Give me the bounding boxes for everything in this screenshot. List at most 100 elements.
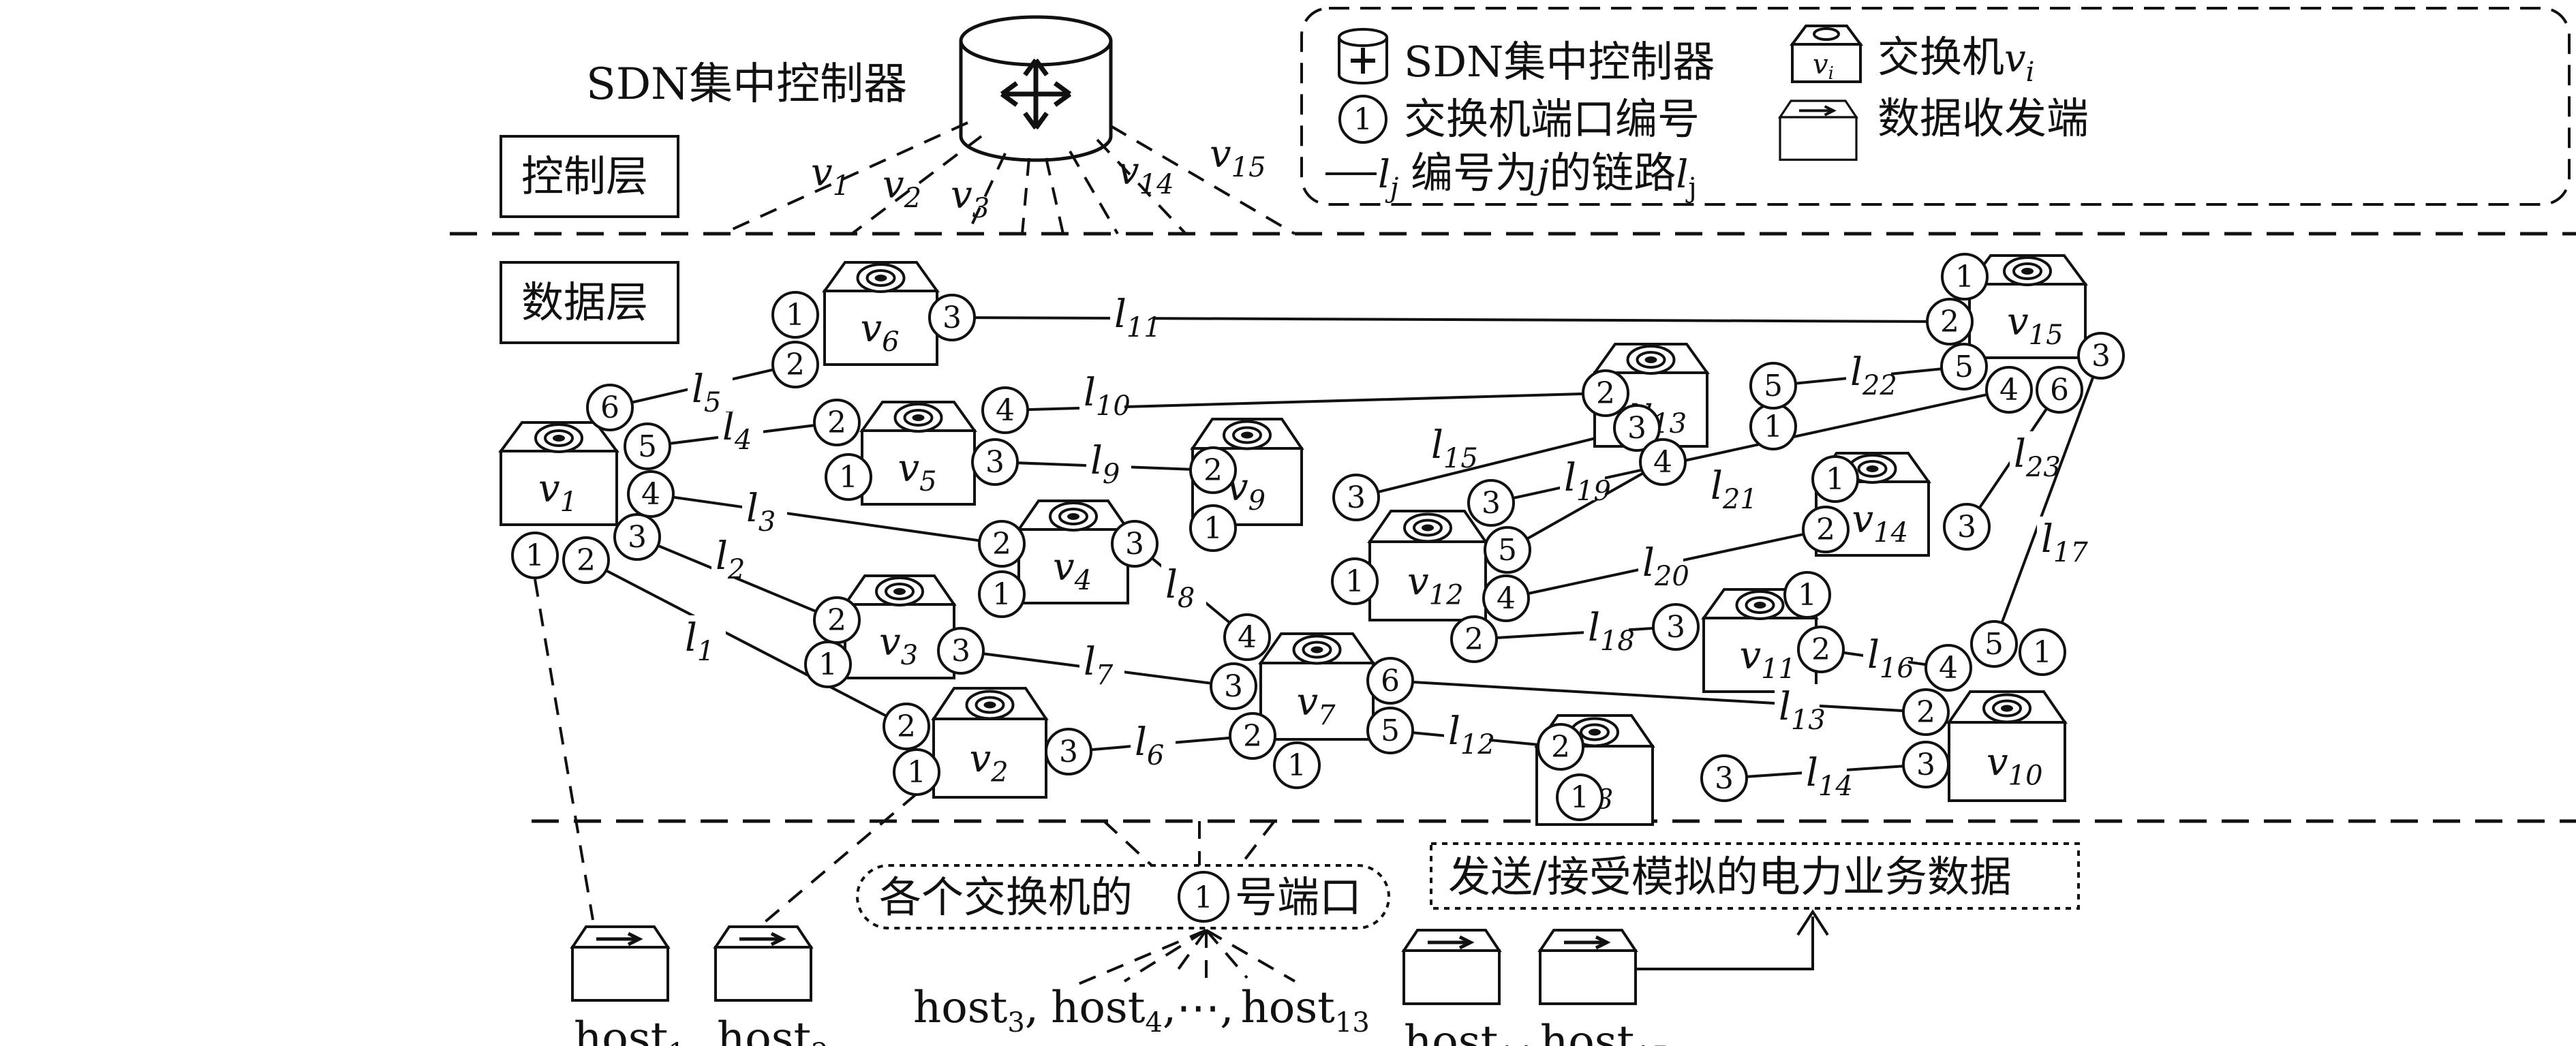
port-v12-1: [1331, 557, 1379, 605]
port-number: 3: [951, 634, 970, 668]
port-v7-2: [1229, 712, 1276, 760]
port-number: 2: [1596, 376, 1615, 411]
switch-label: v14: [1852, 497, 1909, 549]
link-label-bg: [1427, 422, 1472, 467]
control-link-label: v14: [1118, 149, 1174, 200]
port-v1-5: [624, 422, 671, 470]
port-v7-3: [1210, 662, 1257, 710]
switch-body: [1259, 662, 1375, 741]
host-connector: [762, 793, 918, 925]
link-label-bg: [1775, 684, 1820, 729]
link-label-bg: [1110, 292, 1155, 337]
port-number: 4: [1939, 651, 1958, 686]
switch-icon: [534, 423, 583, 453]
port-number: 2: [992, 527, 1011, 562]
switch-icon: [875, 576, 924, 606]
link-label-bg: [711, 534, 756, 579]
port-v15-1: [1941, 253, 1989, 301]
hosts-fanout: [1076, 820, 1295, 986]
port-number: 6: [600, 390, 619, 425]
switch-body: [861, 429, 976, 506]
switch-label: v3: [879, 620, 918, 671]
link-label-bg: [1846, 350, 1891, 395]
switch-icon: [893, 403, 943, 433]
port-v15-2: [1926, 298, 1974, 345]
switch-body: [500, 450, 618, 526]
control-link-label: v1: [811, 151, 850, 202]
switch-v15: v15: [1967, 254, 2088, 359]
link-l1: [585, 559, 907, 728]
port-v9-2: [1189, 446, 1237, 494]
link-label-l22: l22: [1850, 350, 1897, 401]
port-v4-3: [1111, 520, 1159, 568]
control-links: [722, 121, 1296, 235]
switch-body: [1702, 617, 1818, 693]
svg-text:数据层: 数据层: [521, 277, 648, 327]
port-number: 4: [1999, 373, 2019, 407]
link-label-l23: l23: [2014, 432, 2061, 483]
port-number: 4: [996, 393, 1015, 428]
port-number: 3: [1627, 411, 1646, 446]
port-v7-4: [1223, 613, 1271, 661]
switch-body: [1948, 721, 2066, 802]
port-number: 2: [1916, 695, 1935, 730]
switch-body: [1968, 283, 2087, 359]
port-number: 5: [638, 429, 657, 464]
port-v7-6: [1366, 657, 1414, 705]
link-label-l2: l2: [716, 534, 745, 585]
link-label-l7: l7: [1084, 640, 1114, 691]
port-number: 3: [2091, 339, 2111, 373]
port-v1-1: [511, 532, 559, 579]
switches: v1v2v3v4v5v6v7v8v9v10v11v12v13v14v15: [498, 254, 2088, 826]
legend-port: 1 交换机端口编号: [1338, 94, 1700, 144]
port-v12-2: [1450, 615, 1498, 663]
port-number: 2: [577, 543, 596, 578]
sdn-controller: SDN集中控制器: [586, 15, 1113, 162]
port-v15-5: [1940, 343, 1988, 390]
link-label-l1: l1: [685, 616, 714, 667]
svg-text:数据收发端: 数据收发端: [1877, 93, 2089, 143]
switch-icon: [1735, 590, 1785, 620]
port-number: 2: [897, 709, 916, 744]
port-v15-3: [2077, 332, 2125, 380]
legend-terminal: 数据收发端: [1780, 93, 2089, 159]
switch-icon: [965, 690, 1015, 720]
hosts-group-label: host3,host4,⋯,host13: [913, 983, 1370, 1039]
link-label-l21: l21: [1711, 464, 1758, 515]
switch-v4: v4: [1016, 499, 1131, 604]
port-v9-3: [1332, 474, 1380, 521]
link-label-l9: l9: [1090, 439, 1120, 490]
link-l11: [951, 316, 1950, 323]
port-number: 2: [1551, 730, 1570, 765]
link-label-bg: [688, 367, 733, 412]
port-v10-1: [2019, 628, 2066, 676]
port-v13-3: [1613, 404, 1661, 452]
svg-text:编号为j的链路lj: 编号为j的链路lj: [1411, 148, 1697, 204]
port-number: 1: [1287, 748, 1306, 783]
port-v14-1: [1811, 455, 1859, 503]
port-number: 2: [1816, 512, 1835, 547]
port-number: 3: [1125, 527, 1144, 562]
link-label-bg: [1079, 639, 1124, 684]
port-number: 2: [827, 603, 846, 638]
svg-text:交换机vi: 交换机vi: [1877, 32, 2034, 88]
port-number: 3: [1715, 761, 1734, 796]
link-l19: [1507, 461, 1663, 551]
port-v13-5: [1749, 362, 1797, 410]
port-v10-5: [1970, 620, 2018, 668]
port-number: 1: [1955, 260, 1974, 294]
link-label-l4: l4: [722, 405, 752, 456]
port-v2-1: [893, 748, 940, 796]
port-v14-3: [1943, 503, 1991, 551]
arrow-icon: [1629, 909, 1829, 970]
legend-switch: vi 交换机vi: [1790, 25, 2034, 88]
port-v14-2: [1802, 506, 1850, 553]
port-number: 1: [2033, 635, 2052, 670]
port-v2-2: [883, 703, 930, 750]
link-label-bg: [2010, 431, 2055, 476]
link-label-bg: [1584, 605, 1629, 650]
link-label-bg: [2037, 517, 2082, 562]
control-link-label: v15: [1210, 132, 1266, 183]
port-number: 1: [1826, 462, 1845, 497]
